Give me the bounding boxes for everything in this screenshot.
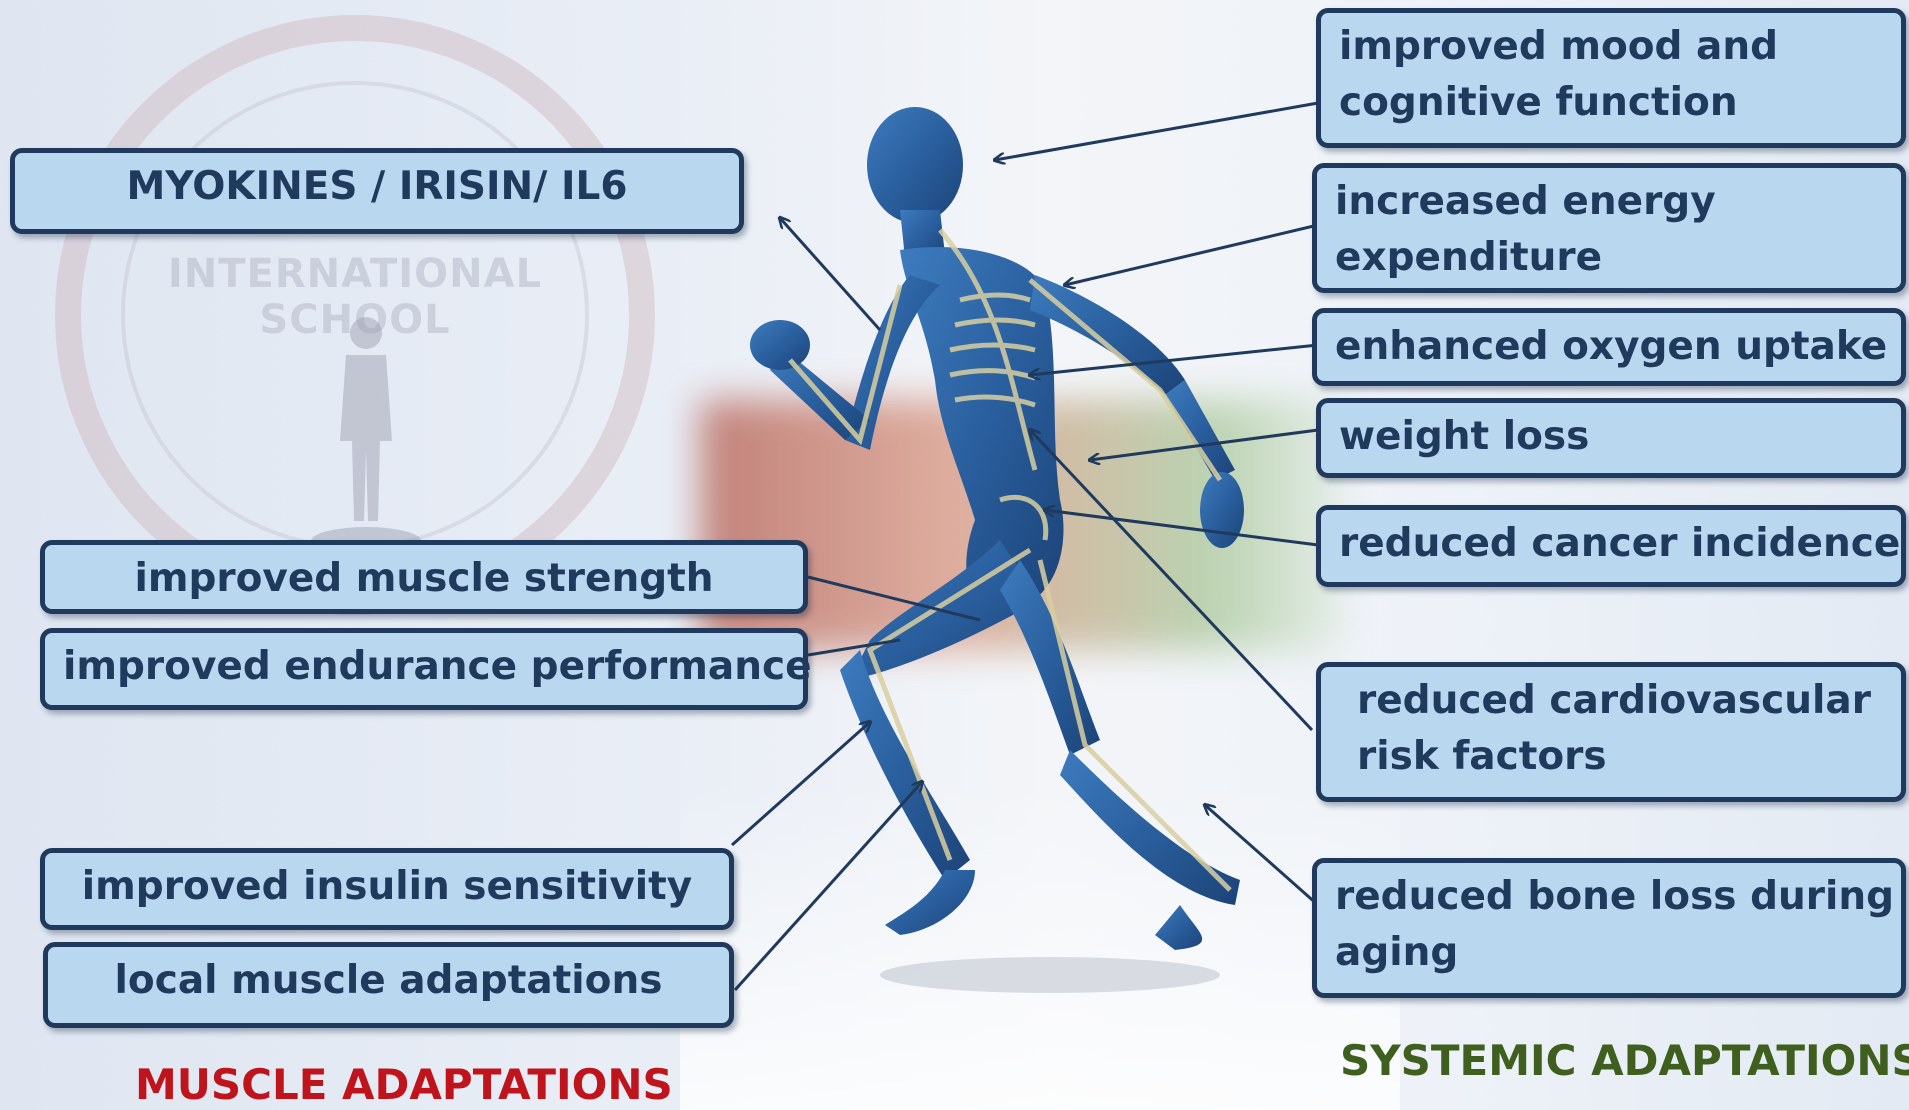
cardio-label-line1: reduced cardiovascular (1357, 673, 1883, 729)
muscle-strength-label: improved muscle strength (134, 556, 713, 601)
local-muscle-label: local muscle adaptations (115, 958, 663, 1003)
cancer-box: reduced cancer incidence (1316, 505, 1906, 587)
energy-label-line1: increased energy (1335, 174, 1883, 230)
mood-label-line2: cognitive function (1339, 75, 1883, 131)
bone-box: reduced bone loss during aging (1312, 858, 1906, 998)
oxygen-label: enhanced oxygen uptake (1335, 324, 1887, 369)
myokines-label: MYOKINES / IRISIN/ IL6 (127, 164, 628, 209)
arrow-cancer (1045, 510, 1318, 545)
insulin-label: improved insulin sensitivity (82, 864, 692, 909)
muscle-adaptations-title: MUSCLE ADAPTATIONS (135, 1060, 673, 1109)
myokines-box: MYOKINES / IRISIN/ IL6 (10, 148, 744, 234)
arrow-myokines (780, 218, 880, 330)
weight-label: weight loss (1339, 414, 1589, 459)
mood-label-line1: improved mood and (1339, 19, 1883, 75)
weight-box: weight loss (1316, 398, 1906, 478)
systemic-adaptations-title: SYSTEMIC ADAPTATIONS (1340, 1036, 1909, 1085)
endurance-box: improved endurance performance (40, 628, 808, 710)
local-muscle-box: local muscle adaptations (43, 942, 734, 1028)
muscle-strength-box: improved muscle strength (40, 540, 808, 614)
oxygen-box: enhanced oxygen uptake (1312, 308, 1906, 386)
runner-figure (750, 107, 1244, 993)
cancer-label: reduced cancer incidence (1339, 521, 1900, 566)
energy-box: increased energy expenditure (1312, 163, 1906, 293)
bone-label-line2: aging (1335, 925, 1883, 981)
cardio-box: reduced cardiovascular risk factors (1316, 662, 1906, 802)
arrow-local-muscle (735, 782, 922, 990)
arrow-energy (1065, 225, 1318, 285)
insulin-box: improved insulin sensitivity (40, 848, 734, 930)
endurance-label: improved endurance performance (63, 644, 812, 689)
arrow-mood (995, 103, 1318, 160)
bone-label-line1: reduced bone loss during (1335, 869, 1883, 925)
arrow-insulin (732, 722, 870, 845)
mood-box: improved mood and cognitive function (1316, 8, 1906, 148)
energy-label-line2: expenditure (1335, 230, 1883, 286)
cardio-label-line2: risk factors (1357, 729, 1883, 785)
